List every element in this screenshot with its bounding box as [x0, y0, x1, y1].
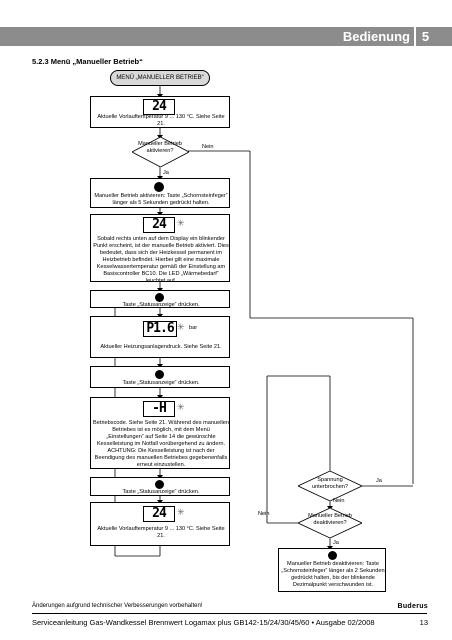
chimney-sweep-button-icon	[154, 182, 164, 192]
footer-title: Serviceanleitung Gas-Wandkessel Brennwer…	[32, 618, 375, 627]
lcd-display: -H	[143, 401, 175, 417]
decision-diamond-3	[298, 508, 362, 538]
lcd-display: 24	[143, 506, 175, 522]
chimney-sweep-button-icon	[328, 551, 337, 560]
section-heading: 5.2.3 Menü „Manueller Betrieb“	[32, 57, 143, 66]
header-bar	[0, 27, 452, 46]
status-button-icon	[155, 480, 164, 489]
unit-label: bar	[189, 325, 198, 331]
page-number: 13	[419, 618, 428, 627]
branch-label: Ja	[163, 170, 169, 176]
branch-label: Ja	[376, 478, 382, 484]
step-text: Manueller Betrieb aktivieren: Taste „Sch…	[94, 193, 228, 206]
decision-diamond-2	[298, 471, 362, 501]
step-box-9: 24 ✳ Aktuelle Vorlauftemperatur 9 ... 13…	[90, 502, 230, 546]
footer-note: Änderungen aufgrund technischer Verbesse…	[32, 603, 203, 609]
branch-label: Nein	[202, 144, 214, 150]
blink-icon: ✳	[177, 402, 185, 412]
step-text: Taste „Statusanzeige“ drücken.	[122, 302, 200, 308]
blink-icon: ✳	[177, 507, 185, 517]
branch-label: Nein	[258, 511, 270, 517]
decision-diamond-1	[132, 137, 189, 167]
footer-divider	[32, 613, 427, 614]
lcd-display: P1.6	[143, 321, 177, 337]
step-box-8: Taste „Statusanzeige“ drücken.	[90, 477, 230, 496]
step-text: Taste „Statusanzeige“ drücken.	[122, 380, 200, 386]
step-text: Sobald rechts unten auf dem Display ein …	[93, 236, 229, 284]
decision-text: Manueller Betrieb aktivieren?	[138, 141, 182, 154]
step-box-4: Taste „Statusanzeige“ drücken.	[90, 290, 230, 308]
blink-icon: ✳	[177, 218, 185, 228]
step-text: Manueller Betrieb deaktivieren: Taste „S…	[281, 561, 385, 588]
step-text: Aktuelle Vorlauftemperatur 9 ... 130 °C.…	[97, 114, 225, 127]
lcd-display: 24	[143, 99, 175, 115]
step-text: Taste „Statusanzeige“ drücken.	[122, 489, 200, 495]
step-text: Betriebscode. Siehe Seite 21. Während de…	[93, 420, 229, 468]
blink-icon: ✳	[177, 322, 185, 332]
step-box-3: 24 ✳ Sobald rechts unten auf dem Display…	[90, 214, 230, 284]
decision-text: Spannung unterbrochen?	[311, 477, 349, 490]
step-box-5: P1.6 ✳ bar Aktueller Heizungsanlagendruc…	[90, 316, 230, 358]
step-box-6: Taste „Statusanzeige“ drücken.	[90, 366, 230, 388]
chapter-number: 5	[414, 27, 435, 46]
step-box-7: -H ✳ Betriebscode. Siehe Seite 21. Währe…	[90, 397, 230, 469]
menu-title: MENÜ „MANUELLER BETRIEB“	[110, 70, 210, 86]
lcd-display: 24	[143, 217, 175, 233]
status-button-icon	[155, 370, 164, 379]
branch-label: Nein	[333, 498, 345, 504]
status-button-icon	[155, 293, 164, 302]
step-box-2: Manueller Betrieb aktivieren: Taste „Sch…	[90, 178, 230, 208]
step-box-1: 24 Aktuelle Vorlauftemperatur 9 ... 130 …	[90, 96, 230, 128]
step-box-10: Manueller Betrieb deaktivieren: Taste „S…	[278, 548, 386, 592]
step-text: Aktueller Heizungsanlagendruck. Siehe Se…	[100, 344, 222, 350]
decision-text: Manueller Betrieb deaktivieren?	[308, 513, 352, 526]
step-text: Aktuelle Vorlauftemperatur 9 ... 130 °C.…	[97, 526, 225, 539]
page-title: Bedienung	[342, 29, 410, 44]
brand-logo: Buderus	[397, 603, 428, 610]
branch-label: Ja	[333, 540, 339, 546]
